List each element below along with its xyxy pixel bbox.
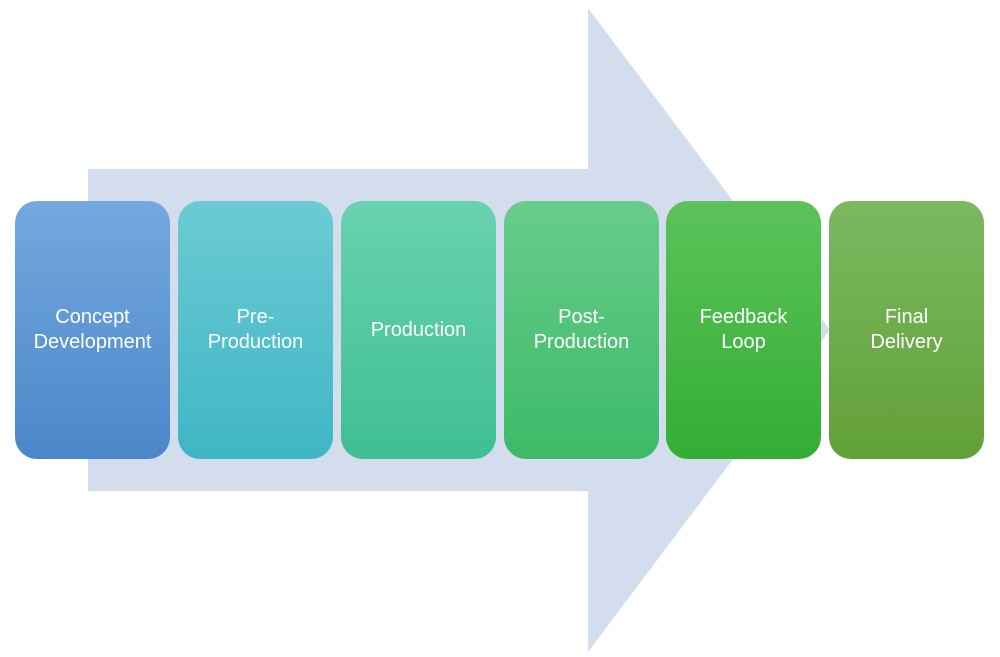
step-concept-development: Concept Development <box>15 201 170 459</box>
step-post-production: Post- Production <box>504 201 659 459</box>
step-final-delivery: Final Delivery <box>829 201 984 459</box>
step-pre-production: Pre- Production <box>178 201 333 459</box>
step-label: Production <box>370 318 467 341</box>
step-label: Concept Development <box>33 306 152 353</box>
step-label: Feedback Loop <box>699 306 788 353</box>
step-feedback-loop: Feedback Loop <box>666 201 821 459</box>
step-label: Post- Production <box>533 306 630 353</box>
step-label: Final Delivery <box>870 306 943 353</box>
step-production: Production <box>341 201 496 459</box>
step-label: Pre- Production <box>207 306 304 353</box>
